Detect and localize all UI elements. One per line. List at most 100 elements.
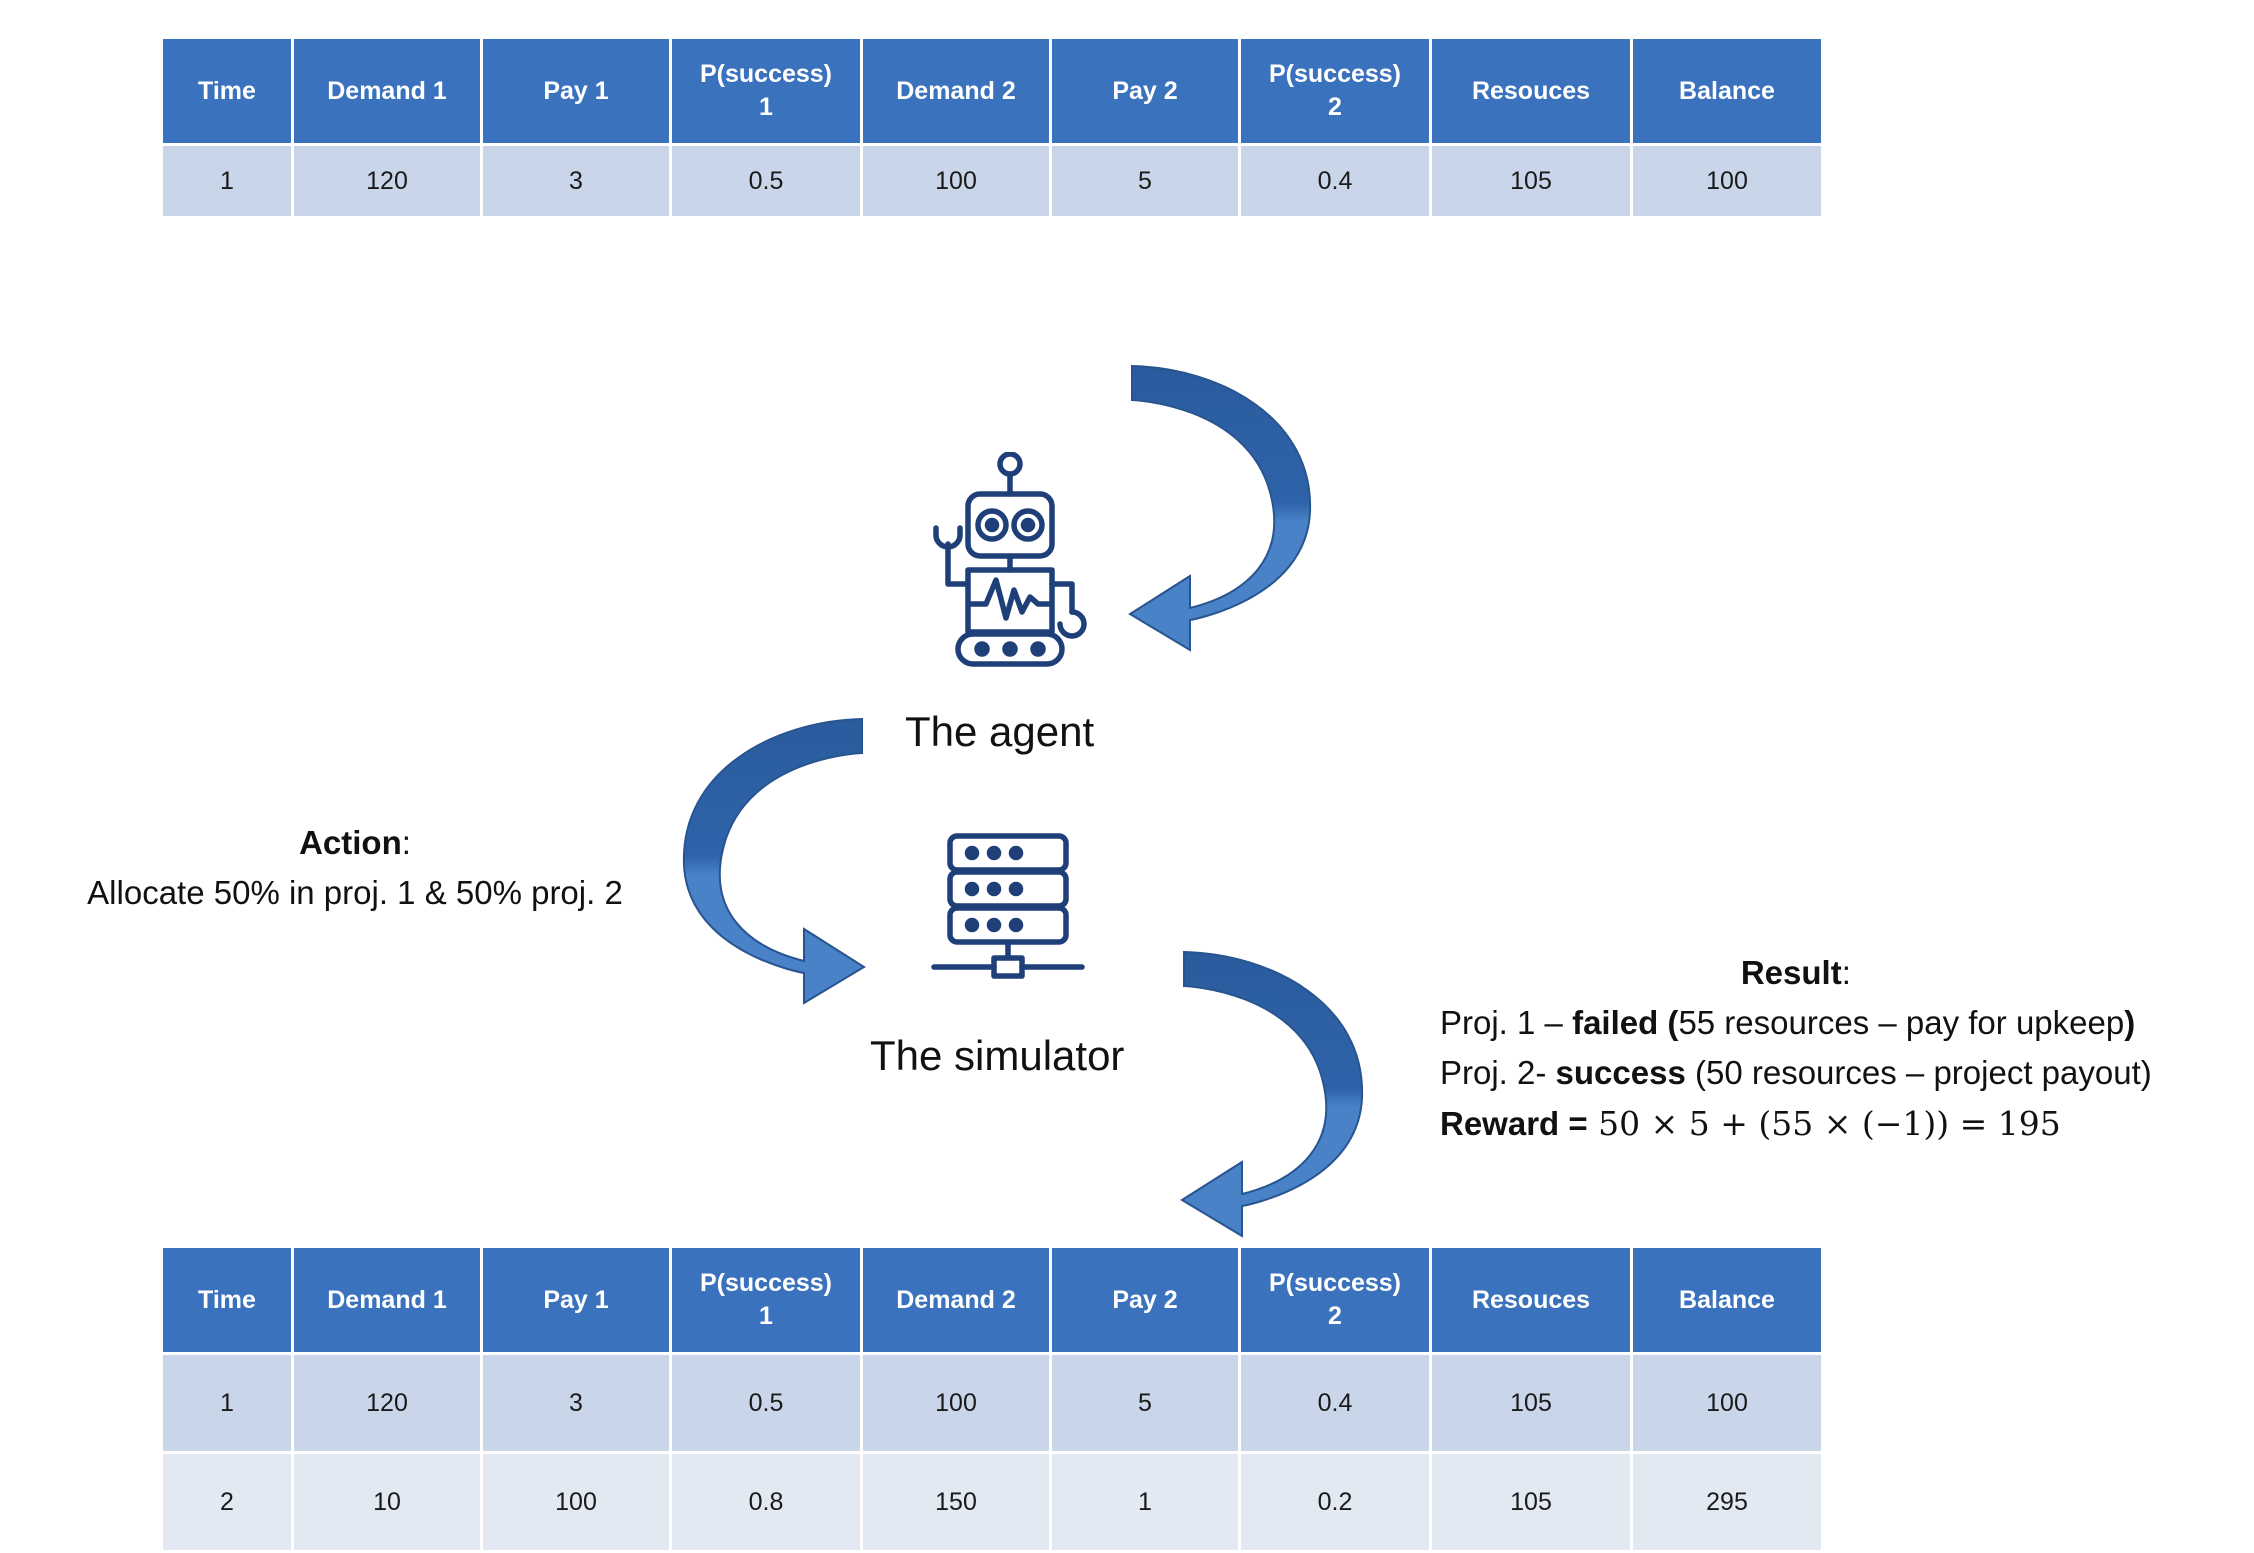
header-line1: Pay 1 bbox=[543, 76, 609, 105]
header-line2: 2 bbox=[1328, 93, 1342, 121]
column-header-psuccess-2: P(success) 2 bbox=[1241, 1248, 1429, 1352]
result-text-block: Result: Proj. 1 – failed (55 resources –… bbox=[1440, 950, 2152, 1147]
column-header-resouces: Resouces bbox=[1432, 1248, 1630, 1352]
state-table-top: Time Demand 1 Pay 1 P(success)1 Demand 2… bbox=[160, 36, 1824, 219]
header-line1: Demand 1 bbox=[327, 1285, 447, 1314]
cell-psuccess-1: 0.5 bbox=[672, 1355, 860, 1451]
header-line1: Demand 1 bbox=[327, 76, 447, 105]
cell-demand-1: 120 bbox=[294, 146, 480, 216]
column-header-time: Time bbox=[163, 1248, 291, 1352]
cell-balance: 295 bbox=[1633, 1454, 1821, 1550]
header-line1: Balance bbox=[1679, 1285, 1775, 1314]
column-header-pay-1: Pay 1 bbox=[483, 39, 669, 143]
server-rack-icon bbox=[928, 832, 1088, 987]
cell-psuccess-2: 0.4 bbox=[1241, 146, 1429, 216]
column-header-demand-2: Demand 2 bbox=[863, 1248, 1049, 1352]
column-header-pay-1: Pay 1 bbox=[483, 1248, 669, 1352]
cell-pay-1: 3 bbox=[483, 146, 669, 216]
cell-resouces: 105 bbox=[1432, 1355, 1630, 1451]
table-row: 1 120 3 0.5 100 5 0.4 105 100 bbox=[163, 146, 1821, 216]
table-row: 1 120 3 0.5 100 5 0.4 105 100 bbox=[163, 1355, 1821, 1451]
header-line1: Pay 2 bbox=[1112, 76, 1178, 105]
header-line1: P(success) bbox=[699, 1269, 833, 1297]
cell-pay-2: 5 bbox=[1052, 146, 1238, 216]
column-header-psuccess-1: P(success)1 bbox=[672, 39, 860, 143]
cell-demand-1: 120 bbox=[294, 1355, 480, 1451]
result-heading-label: Result bbox=[1740, 954, 1842, 991]
cell-resouces: 105 bbox=[1432, 1454, 1630, 1550]
proj1-prefix: Proj. 1 – bbox=[1440, 1004, 1573, 1042]
cell-psuccess-2: 0.2 bbox=[1241, 1454, 1429, 1550]
header-line2: 2 bbox=[1328, 1302, 1342, 1330]
column-header-demand-1: Demand 1 bbox=[294, 39, 480, 143]
curved-arrow-feedback-icon bbox=[1128, 362, 1318, 652]
action-heading-colon: : bbox=[401, 824, 411, 861]
result-heading-colon: : bbox=[1841, 954, 1851, 991]
cell-time: 1 bbox=[163, 1355, 291, 1451]
header-line1: Resouces bbox=[1471, 76, 1591, 105]
header-line1: Balance bbox=[1679, 76, 1775, 105]
result-line-proj1: Proj. 1 – failed (55 resources – pay for… bbox=[1440, 1000, 2152, 1046]
proj2-detail: (50 resources – project payout) bbox=[1685, 1054, 2152, 1092]
state-table-bottom: Time Demand 1 Pay 1 P(success) 1 Demand 2… bbox=[160, 1245, 1824, 1553]
column-header-balance: Balance bbox=[1633, 39, 1821, 143]
cell-pay-1: 3 bbox=[483, 1355, 669, 1451]
proj1-status: failed ( bbox=[1572, 1004, 1679, 1042]
curved-arrow-action-icon bbox=[676, 715, 866, 1005]
header-line1: Demand 2 bbox=[896, 1285, 1016, 1314]
column-header-demand-2: Demand 2 bbox=[863, 39, 1049, 143]
cell-time: 1 bbox=[163, 146, 291, 216]
cell-time: 2 bbox=[163, 1454, 291, 1550]
cell-demand-1: 10 bbox=[294, 1454, 480, 1550]
proj2-status: success bbox=[1555, 1054, 1686, 1092]
header-line2: 1 bbox=[759, 1302, 773, 1330]
header-line1: Time bbox=[198, 1285, 256, 1314]
header-line2: 1 bbox=[759, 93, 773, 121]
header-line1: P(success) bbox=[1268, 1269, 1402, 1297]
column-header-time: Time bbox=[163, 39, 291, 143]
result-heading: Result: bbox=[1440, 950, 2152, 996]
reward-expression: 50 × 5 + (55 × (−1)) = 195 bbox=[1587, 1103, 2061, 1143]
table-header-row: Time Demand 1 Pay 1 P(success)1 Demand 2… bbox=[163, 39, 1821, 143]
header-line1: Pay 2 bbox=[1112, 1285, 1178, 1314]
cell-balance: 100 bbox=[1633, 1355, 1821, 1451]
result-line-proj2: Proj. 2- success (50 resources – project… bbox=[1440, 1050, 2152, 1096]
simulator-label: The simulator bbox=[870, 1032, 1125, 1079]
column-header-psuccess-2: P(success) 2 bbox=[1241, 39, 1429, 143]
cell-psuccess-2: 0.4 bbox=[1241, 1355, 1429, 1451]
action-heading: Action: bbox=[20, 820, 690, 866]
column-header-psuccess-1: P(success) 1 bbox=[672, 1248, 860, 1352]
action-text-block: Action: Allocate 50% in proj. 1 & 50% pr… bbox=[20, 820, 690, 916]
header-line1: Time bbox=[198, 76, 256, 105]
column-header-pay-2: Pay 2 bbox=[1052, 39, 1238, 143]
action-line: Allocate 50% in proj. 1 & 50% proj. 2 bbox=[87, 874, 623, 912]
cell-demand-2: 100 bbox=[863, 1355, 1049, 1451]
cell-psuccess-1: 0.5 bbox=[672, 146, 860, 216]
cell-balance: 100 bbox=[1633, 146, 1821, 216]
curved-arrow-result-icon bbox=[1180, 948, 1370, 1238]
table-row: 2 10 100 0.8 150 1 0.2 105 295 bbox=[163, 1454, 1821, 1550]
header-line1: Resouces bbox=[1471, 1285, 1591, 1314]
proj1-detail: 55 resources – pay for upkeep bbox=[1678, 1004, 2125, 1042]
robot-icon bbox=[920, 451, 1100, 667]
column-header-demand-1: Demand 1 bbox=[294, 1248, 480, 1352]
header-line1: Demand 2 bbox=[896, 76, 1016, 105]
column-header-pay-2: Pay 2 bbox=[1052, 1248, 1238, 1352]
action-heading-label: Action bbox=[299, 824, 402, 861]
header-line1: P(success) bbox=[1268, 60, 1402, 88]
agent-label: The agent bbox=[905, 708, 1095, 755]
cell-resouces: 105 bbox=[1432, 146, 1630, 216]
cell-pay-2: 5 bbox=[1052, 1355, 1238, 1451]
cell-pay-1: 100 bbox=[483, 1454, 669, 1550]
proj2-prefix: Proj. 2- bbox=[1440, 1054, 1556, 1092]
header-line1: Pay 1 bbox=[543, 1285, 609, 1314]
cell-demand-2: 150 bbox=[863, 1454, 1049, 1550]
proj1-close-paren: ) bbox=[2124, 1004, 2136, 1042]
column-header-resouces: Resouces bbox=[1432, 39, 1630, 143]
cell-pay-2: 1 bbox=[1052, 1454, 1238, 1550]
table-header-row: Time Demand 1 Pay 1 P(success) 1 Demand 2… bbox=[163, 1248, 1821, 1352]
result-line-reward: Reward = 50 × 5 + (55 × (−1)) = 195 bbox=[1440, 1101, 2152, 1147]
cell-psuccess-1: 0.8 bbox=[672, 1454, 860, 1550]
cell-demand-2: 100 bbox=[863, 146, 1049, 216]
column-header-balance: Balance bbox=[1633, 1248, 1821, 1352]
